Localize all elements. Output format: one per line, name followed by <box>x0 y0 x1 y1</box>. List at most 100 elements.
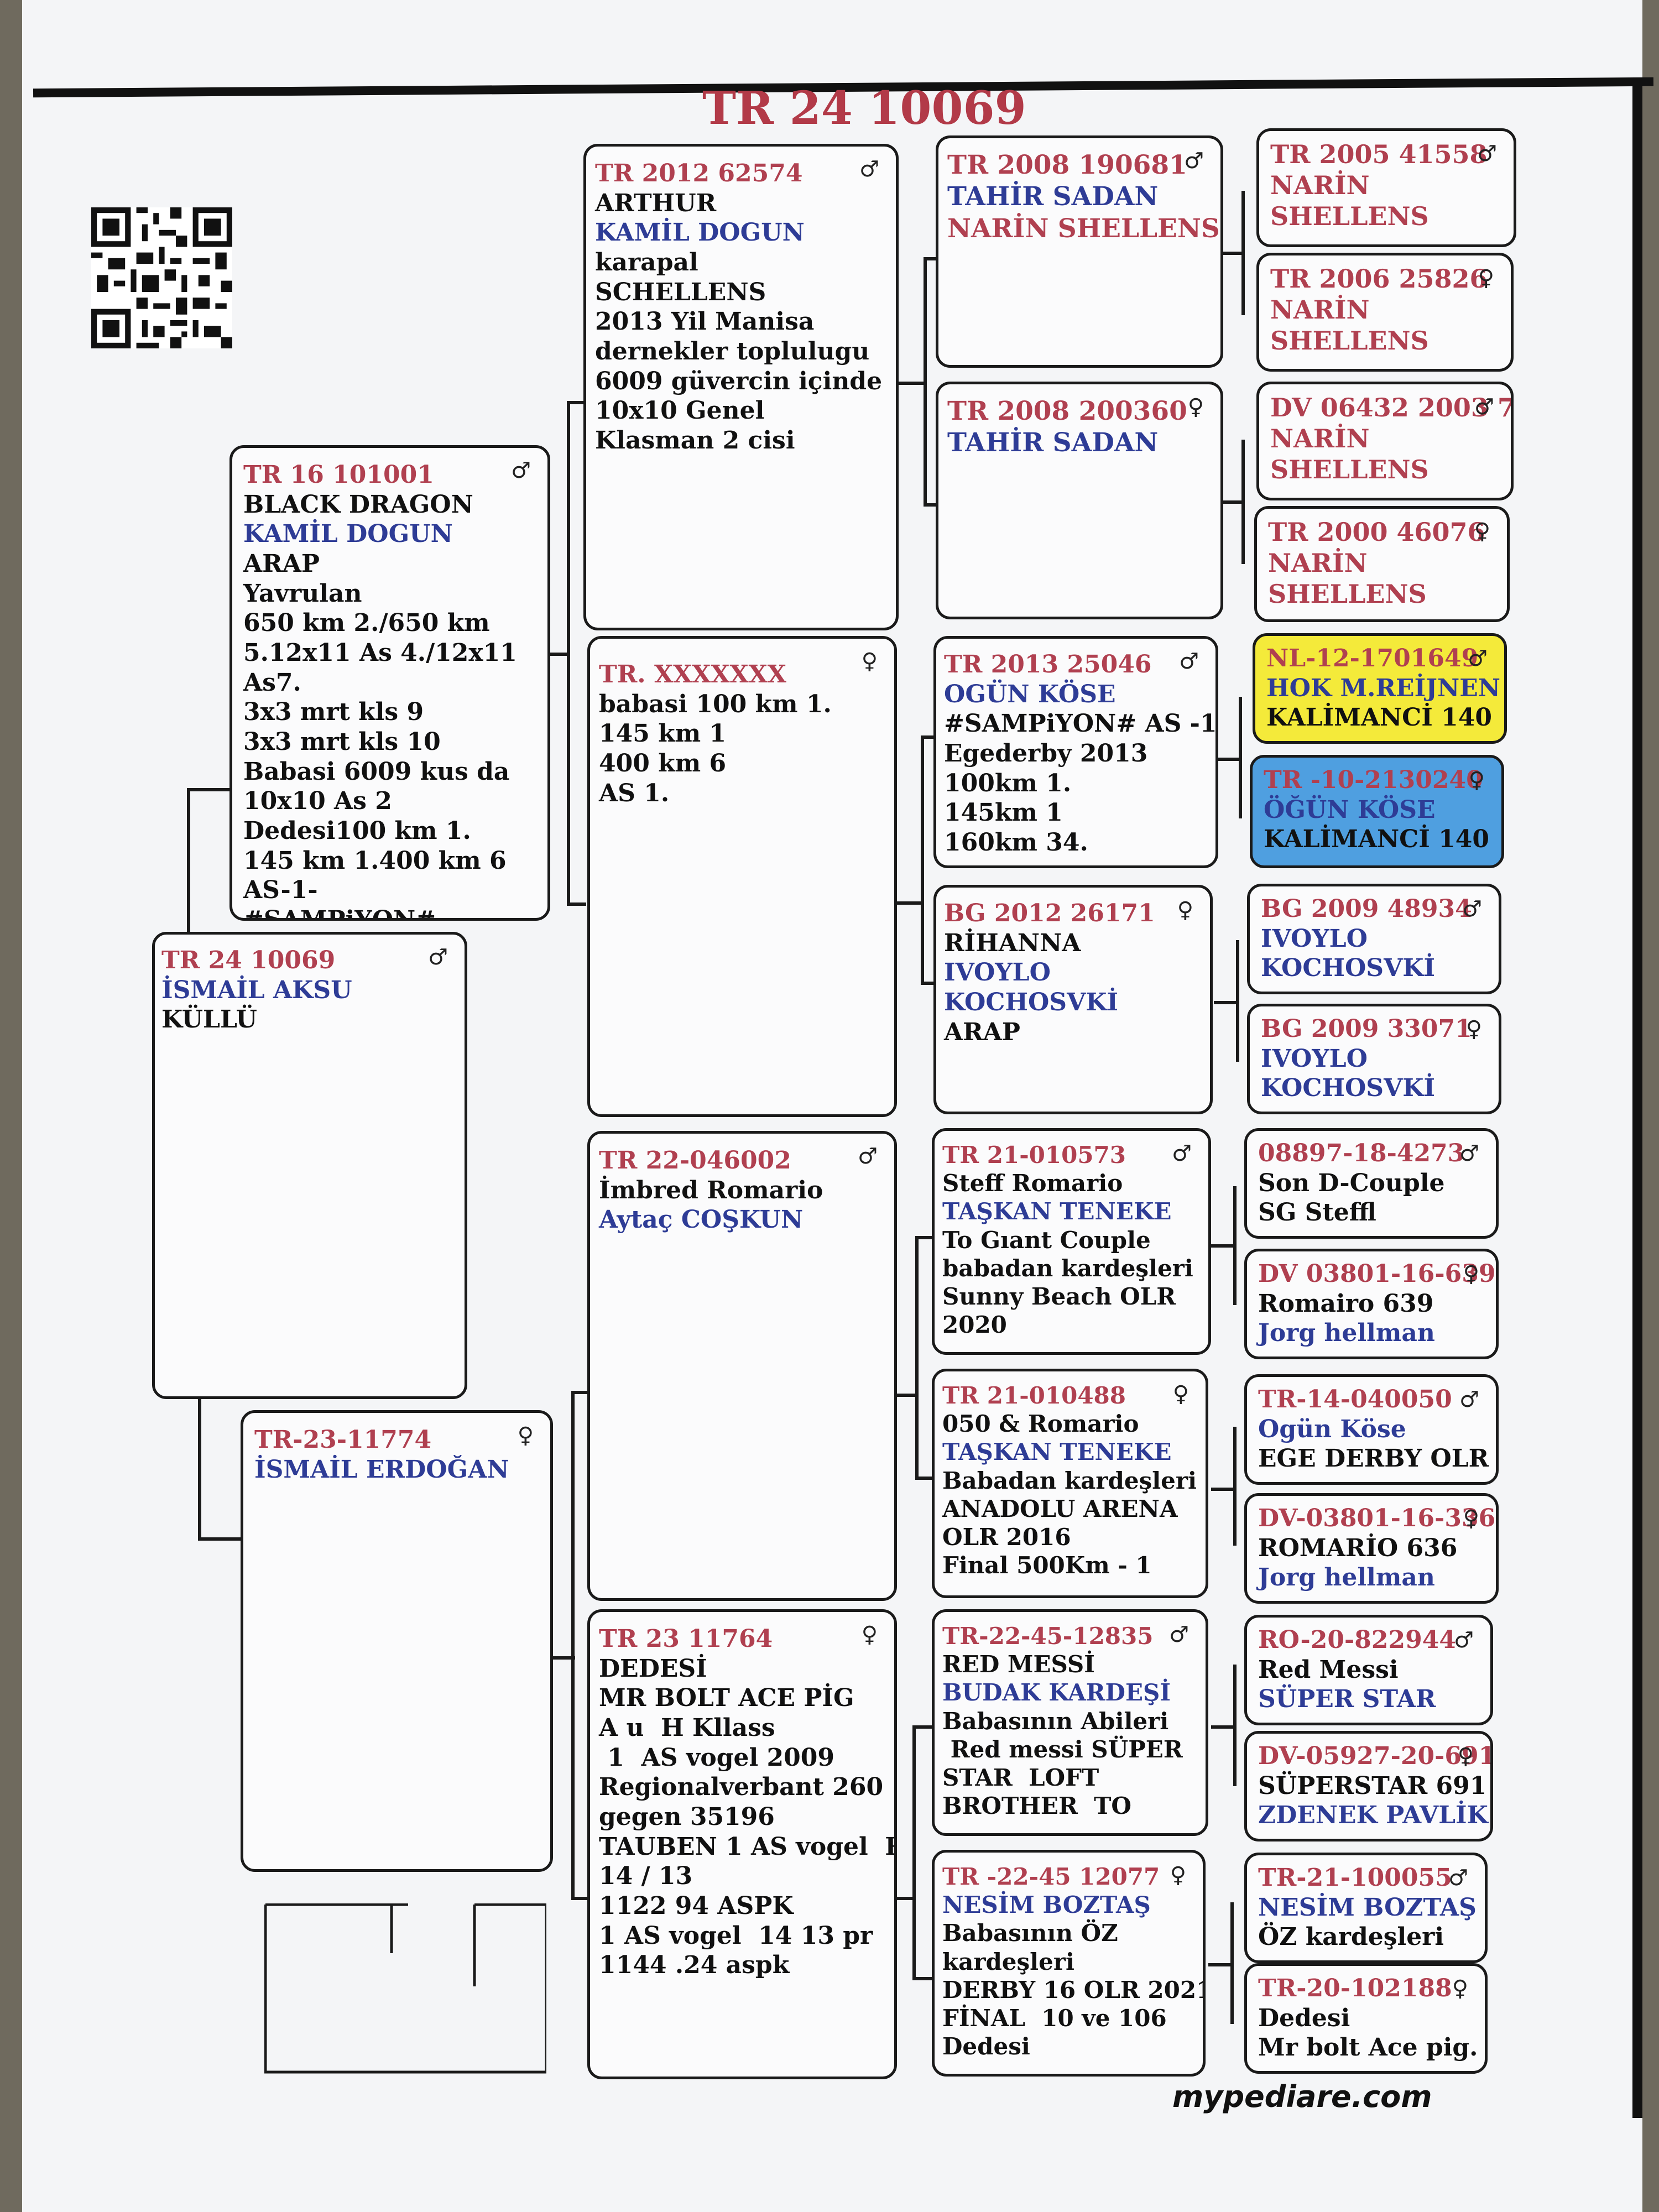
pedigree-line: SHELLENS <box>1268 579 1427 609</box>
pedigree-line: ANADOLU ARENA <box>942 1495 1178 1522</box>
connector-line <box>198 1396 201 1540</box>
connector-line <box>921 735 937 739</box>
ring-number: 08897-18-4273 <box>1258 1139 1465 1167</box>
pigeon-card-ssd[interactable]: TR 2008 200360♀TAHİR SADAN <box>936 382 1223 619</box>
connector-line <box>896 1394 918 1397</box>
pedigree-line: BUDAK KARDEŞİ <box>942 1679 1171 1707</box>
ring-number: TR-21-100055 <box>1258 1864 1452 1892</box>
pedigree-line: ÖĞÜN KÖSE <box>1264 795 1436 824</box>
pedigree-line: 145km 1 <box>944 799 1063 827</box>
pedigree-line: Klasman 2 cisi <box>595 426 795 455</box>
pedigree-line: dernekler toplulugu <box>595 337 870 366</box>
pedigree-line: 1 AS vogel 14 13 pr <box>599 1921 873 1950</box>
pedigree-line: IVOYLO <box>1261 924 1368 953</box>
ring-number: TR 2013 25046 <box>944 650 1152 679</box>
pedigree-line: RED MESSİ <box>942 1651 1095 1678</box>
connector-line <box>571 1897 588 1900</box>
pedigree-line: SG Steffl <box>1258 1198 1376 1227</box>
ring-number: TR 21-010488 <box>942 1382 1126 1409</box>
connector-line <box>1217 758 1241 761</box>
pedigree-line: ARAP <box>243 550 320 578</box>
pedigree-line: 100km 1. <box>944 769 1072 797</box>
sex-symbol-icon: ♂ <box>1468 646 1488 671</box>
pedigree-line: Aytaç COŞKUN <box>599 1206 804 1234</box>
pedigree-line: 145 km 1 <box>599 719 727 748</box>
pedigree-line: BLACK DRAGON <box>243 490 473 519</box>
pigeon-card-sds[interactable]: TR 2013 25046♂OGÜN KÖSE#SAMPiYON# AS -1-… <box>933 636 1218 868</box>
pedigree-line: Red Messi <box>1258 1655 1399 1684</box>
pedigree-line: ZDENEK PAVLİK <box>1258 1801 1488 1830</box>
sex-symbol-icon: ♀ <box>1463 1506 1479 1531</box>
pedigree-line: 2020 <box>942 1311 1007 1339</box>
pedigree-line: IVOYLO <box>944 958 1051 987</box>
pedigree-line: Final 500Km - 1 <box>942 1552 1152 1579</box>
pedigree-line: Babasi 6009 kus da <box>243 757 510 786</box>
pedigree-line: SHELLENS <box>1270 201 1429 232</box>
ring-number: TR 23 11764 <box>599 1625 773 1653</box>
pedigree-line: Dedesi <box>942 2033 1030 2060</box>
ring-number: TR 21-010573 <box>942 1141 1126 1168</box>
pedigree-line: DEDESİ <box>599 1654 707 1683</box>
sex-symbol-icon: ♀ <box>1452 1976 1468 2001</box>
sex-symbol-icon: ♂ <box>428 945 448 970</box>
connector-line <box>915 1477 932 1480</box>
connector-line <box>1219 500 1244 504</box>
pedigree-line: Babasının Abileri <box>942 1707 1169 1735</box>
connector-line <box>912 1725 916 1980</box>
connector-line <box>571 1391 588 1394</box>
pedigree-line: TAUBEN 1 AS vogel RV <box>599 1832 897 1861</box>
pedigree-line: Sunny Beach OLR <box>942 1283 1176 1311</box>
pedigree-line: Red messi SÜPER <box>942 1735 1183 1763</box>
pedigree-line: Regionalverbant 260 <box>599 1773 884 1802</box>
connector-line <box>912 1977 932 1980</box>
ring-number: TR 16 101001 <box>243 461 434 489</box>
pedigree-line: NARİN <box>1270 295 1370 325</box>
connector-line <box>547 653 570 656</box>
sex-symbol-icon: ♀ <box>1478 265 1494 291</box>
pigeon-card-dam[interactable]: TR-23-11774♀İSMAİL ERDOĞAN <box>241 1410 553 1872</box>
connector-line <box>1211 1725 1236 1729</box>
pedigree-line: KALİMANCİ 140 <box>1264 825 1489 854</box>
pedigree-line: kardeşleri <box>942 1948 1074 1975</box>
sex-symbol-icon: ♂ <box>1454 1627 1474 1653</box>
pedigree-line: OGÜN KÖSE <box>944 680 1116 708</box>
pedigree-line: Jorg hellman <box>1258 1563 1435 1592</box>
pedigree-line: AS-1- <box>243 876 318 905</box>
connector-line <box>567 902 586 906</box>
ring-number: BG 2012 26171 <box>944 899 1155 927</box>
ring-number: DV 03801-16-639 <box>1258 1260 1496 1288</box>
sex-symbol-icon: ♀ <box>1465 1016 1482 1042</box>
pedigree-line: İSMAİL AKSU <box>161 975 352 1004</box>
connector-line <box>187 788 190 932</box>
pedigree-line: NESİM BOZTAŞ <box>942 1891 1151 1919</box>
connector-line <box>924 257 940 260</box>
